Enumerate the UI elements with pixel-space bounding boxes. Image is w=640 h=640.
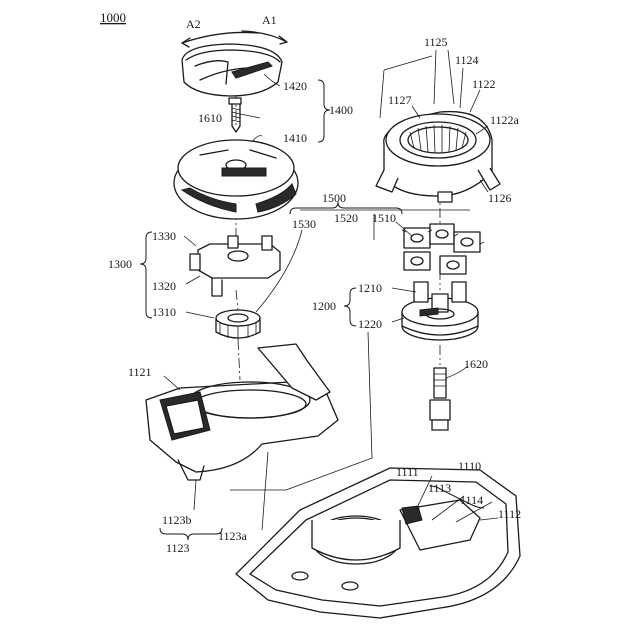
label-1111: 1111	[396, 465, 419, 479]
knob-cap-1420	[182, 44, 282, 96]
brace-1123	[160, 528, 222, 540]
direction-label-a2: A2	[186, 17, 201, 31]
label-1510: 1510	[372, 211, 396, 225]
label-1123b: 1123b	[162, 513, 192, 527]
shell-1120	[376, 112, 500, 202]
label-1123a: 1123a	[218, 529, 248, 543]
base-plate-1110	[236, 468, 520, 618]
label-1320: 1320	[152, 279, 176, 293]
label-1123: 1123	[166, 541, 190, 555]
spool-1200	[402, 282, 478, 340]
label-1127: 1127	[388, 93, 412, 107]
label-1310: 1310	[152, 305, 176, 319]
label-1122: 1122	[472, 77, 496, 91]
label-1121: 1121	[128, 365, 152, 379]
gear-ring-1310	[216, 310, 260, 340]
label-1125: 1125	[424, 35, 448, 49]
label-1400: 1400	[329, 103, 353, 117]
label-1110: 1110	[458, 459, 481, 473]
label-1112: 1112	[498, 507, 521, 521]
label-1410: 1410	[283, 131, 307, 145]
label-1220: 1220	[358, 317, 382, 331]
label-1210: 1210	[358, 281, 382, 295]
label-1124: 1124	[455, 53, 479, 67]
label-1122a: 1122a	[490, 113, 520, 127]
label-1500: 1500	[322, 191, 346, 205]
figure-number: 1000	[100, 10, 126, 25]
knob-base-1410	[174, 140, 298, 219]
housing-upper-1121	[146, 344, 338, 480]
label-1300: 1300	[108, 257, 132, 271]
label-1200: 1200	[312, 299, 336, 313]
label-1610: 1610	[198, 111, 222, 125]
label-1330: 1330	[152, 229, 176, 243]
label-1126: 1126	[488, 191, 512, 205]
brace-1300	[140, 232, 152, 318]
brace-1200	[344, 288, 356, 326]
label-1520: 1520	[334, 211, 358, 225]
direction-label-a1: A1	[262, 13, 277, 27]
label-1530: 1530	[292, 217, 316, 231]
ratchet-holder-1300	[190, 236, 280, 296]
screw-1610	[229, 98, 241, 132]
label-1420: 1420	[283, 79, 307, 93]
label-1114: 1114	[460, 493, 483, 507]
gear-set-1500	[402, 224, 484, 274]
label-1620: 1620	[464, 357, 488, 371]
label-1113: 1113	[428, 481, 451, 495]
